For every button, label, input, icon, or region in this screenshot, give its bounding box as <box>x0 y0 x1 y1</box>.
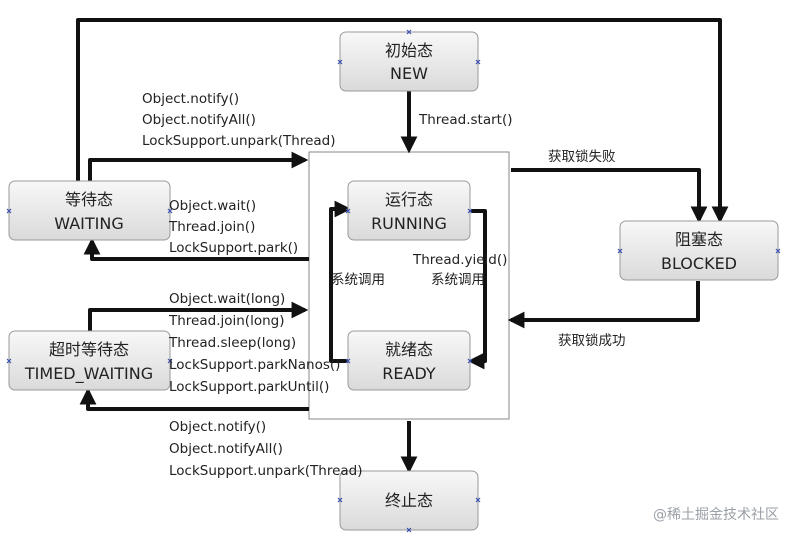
label-line: Thread.join(long) <box>168 313 284 329</box>
label-group-to-timed-waiting: Object.wait(long) Thread.join(long) Thre… <box>168 291 340 395</box>
state-waiting-cn: 等待态 <box>65 190 113 209</box>
arrow-waiting-to-blocked <box>76 18 729 224</box>
state-new-cn: 初始态 <box>385 41 433 60</box>
label-line: LockSupport.parkUntil() <box>169 379 329 395</box>
label-line: LockSupport.park() <box>169 240 298 256</box>
state-ready-en: READY <box>382 364 436 383</box>
label-syscall-left: 系统调用 <box>331 272 385 288</box>
arrow-timed-to-ready <box>88 301 309 331</box>
label-syscall-right: 系统调用 <box>431 272 485 288</box>
state-waiting: 等待态 WAITING <box>8 180 171 241</box>
arrow-ready-to-running <box>329 200 352 363</box>
label-line: Object.notifyAll() <box>142 112 256 128</box>
state-blocked: 阻塞态 BLOCKED <box>619 220 779 281</box>
label-line: Object.notify() <box>169 419 266 435</box>
arrow-running-to-blocked <box>511 168 708 224</box>
state-running-cn: 运行态 <box>385 190 433 209</box>
label-group-from-waiting: Object.notify() Object.notifyAll() LockS… <box>142 91 336 149</box>
label-line: Object.wait(long) <box>169 291 285 307</box>
label-line: Object.notifyAll() <box>169 441 283 457</box>
state-running-en: RUNNING <box>371 214 447 233</box>
label-group-from-timed-waiting: Object.notify() Object.notifyAll() LockS… <box>169 419 363 479</box>
state-running: 运行态 RUNNING <box>347 180 471 241</box>
label-line: Thread.sleep(long) <box>168 335 296 351</box>
label-line: Object.notify() <box>142 91 239 107</box>
label-group-to-waiting: Object.wait() Thread.join() LockSupport.… <box>168 198 298 256</box>
state-new-en: NEW <box>390 64 428 83</box>
state-timed-waiting: 超时等待态 TIMED_WAITING <box>8 330 171 391</box>
state-timed-waiting-cn: 超时等待态 <box>49 340 129 359</box>
arrow-blocked-to-ready <box>507 281 700 329</box>
label-lock-acquired: 获取锁成功 <box>558 333 626 349</box>
arrow-running-to-waiting <box>83 237 309 261</box>
label-line: Thread.join() <box>168 219 255 235</box>
label-line: LockSupport.parkNanos() <box>169 357 340 373</box>
state-timed-waiting-en: TIMED_WAITING <box>24 364 153 384</box>
arrow-waiting-to-running <box>88 151 309 181</box>
state-ready: 就绪态 READY <box>347 330 471 391</box>
arrow-running-to-ready <box>467 209 487 370</box>
label-thread-start: Thread.start() <box>418 112 512 128</box>
label-thread-yield: Thread.yield() <box>412 252 507 268</box>
state-blocked-en: BLOCKED <box>661 254 737 273</box>
state-terminated-cn: 终止态 <box>385 491 433 510</box>
arrow-running-to-timed <box>79 387 309 411</box>
watermark: @稀土掘金技术社区 <box>653 507 779 523</box>
transition-arrows <box>76 18 729 474</box>
state-ready-cn: 就绪态 <box>385 340 433 359</box>
label-line: LockSupport.unpark(Thread) <box>169 463 363 479</box>
state-new: 初始态 NEW <box>339 31 479 92</box>
label-lock-failed: 获取锁失败 <box>548 149 616 165</box>
state-waiting-en: WAITING <box>54 214 123 233</box>
connection-handles <box>6 29 781 533</box>
state-blocked-cn: 阻塞态 <box>675 230 723 249</box>
label-line: Object.wait() <box>169 198 256 214</box>
state-terminated: 终止态 <box>339 470 479 531</box>
label-line: LockSupport.unpark(Thread) <box>142 133 336 149</box>
